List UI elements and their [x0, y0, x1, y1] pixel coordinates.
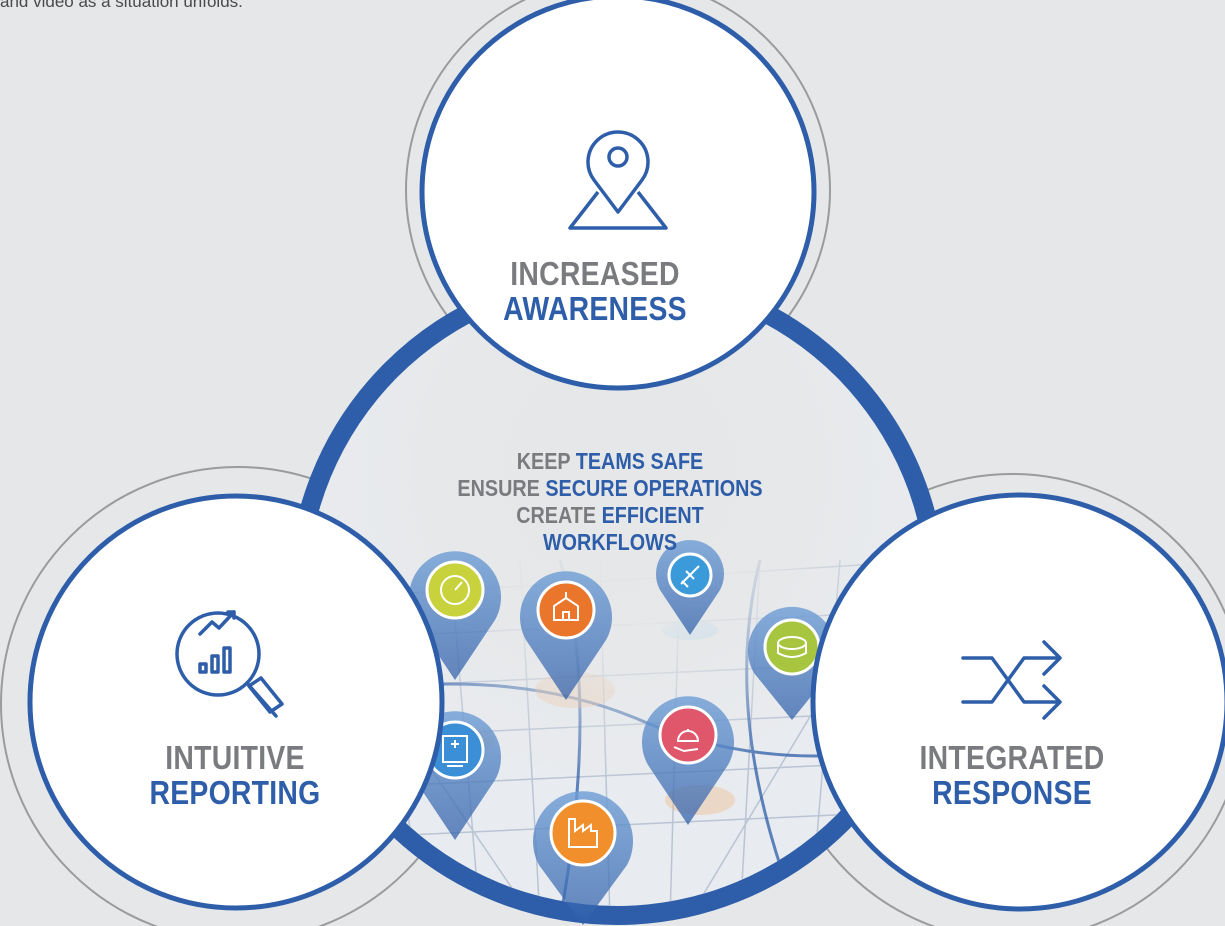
integrated-response-title: INTEGRATED RESPONSE	[905, 740, 1120, 810]
title-line2: RESPONSE	[932, 774, 1092, 811]
title-line2: REPORTING	[149, 774, 321, 811]
title-line1: INTUITIVE	[165, 739, 305, 776]
goal-line: KEEP TEAMS SAFE	[447, 448, 774, 475]
goal-verb: KEEP	[516, 448, 571, 474]
gauge-pin	[409, 551, 501, 680]
goal-object: TEAMS SAFE	[575, 448, 704, 474]
title-line1: INTEGRATED	[919, 739, 1105, 776]
magnifier-chart-icon	[175, 610, 284, 718]
stadium-icon	[777, 636, 807, 658]
center-goals: KEEP TEAMS SAFE ENSURE SECURE OPERATIONS…	[447, 448, 774, 556]
left-circle	[27, 493, 445, 911]
school-pin	[520, 571, 612, 700]
title-line2: AWARENESS	[503, 290, 687, 327]
right-circle	[810, 492, 1225, 912]
goal-object: SECURE OPERATIONS	[545, 475, 763, 501]
airplane-pin	[656, 540, 724, 635]
factory-icon	[568, 818, 598, 848]
top-circle	[419, 0, 817, 391]
food-service-pin	[642, 696, 734, 825]
goal-line: CREATE EFFICIENT WORKFLOWS	[447, 502, 774, 556]
gauge-icon	[440, 575, 470, 605]
intuitive-reporting-title: INTUITIVE REPORTING	[128, 740, 343, 810]
title-line1: INCREASED	[510, 255, 680, 292]
food-service-icon	[673, 729, 700, 753]
school-icon	[553, 592, 579, 621]
airplane-icon	[680, 565, 700, 588]
factory-pin	[533, 791, 633, 925]
location-pin-icon	[568, 130, 668, 230]
goal-verb: ENSURE	[457, 475, 540, 501]
goal-object: EFFICIENT WORKFLOWS	[542, 502, 704, 555]
intro-text: and video as a situation unfolds.	[0, 0, 243, 11]
shuffle-arrows-icon	[961, 640, 1062, 720]
goal-line: ENSURE SECURE OPERATIONS	[447, 475, 774, 502]
increased-awareness-title: INCREASED AWARENESS	[488, 256, 703, 326]
hospital-icon	[442, 735, 468, 767]
goal-verb: CREATE	[516, 502, 597, 528]
